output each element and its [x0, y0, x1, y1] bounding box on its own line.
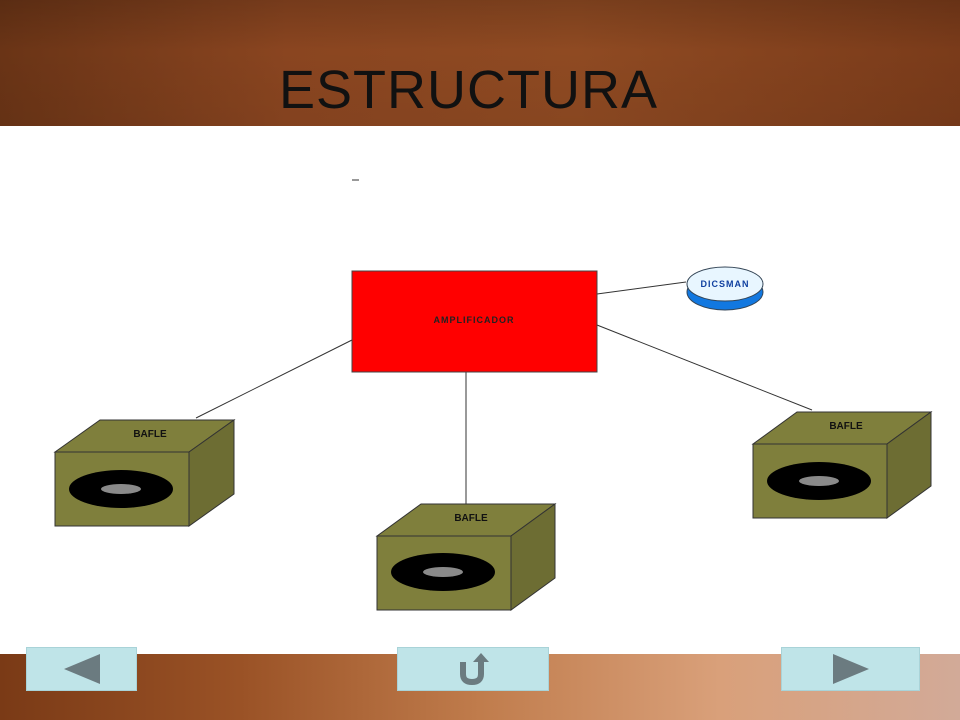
- triangle-right-icon: [832, 654, 869, 684]
- slide-title: ESTRUCTURA: [279, 60, 659, 120]
- connector-left: [195, 339, 353, 419]
- connector-right: [596, 324, 813, 411]
- amplifier-label: AMPLIFICADOR: [434, 315, 515, 325]
- discman-label: DICSMAN: [701, 279, 750, 289]
- amplifier-box: AMPLIFICADOR: [351, 270, 598, 373]
- speaker-center-label: BAFLE: [454, 513, 488, 524]
- discman-disc: DICSMAN: [686, 266, 764, 311]
- speaker-right: BAFLE: [751, 411, 933, 519]
- next-slide-button[interactable]: [781, 647, 920, 691]
- structure-diagram: AMPLIFICADOR DICSMAN BAFLE BAFLE: [53, 179, 933, 611]
- speaker-center: BAFLE: [375, 503, 557, 611]
- return-button[interactable]: [397, 647, 549, 691]
- connector-discman: [596, 281, 687, 295]
- triangle-left-icon: [63, 654, 100, 684]
- title-bar: [0, 0, 960, 126]
- speaker-left: BAFLE: [53, 419, 236, 527]
- return-arrow-icon: [460, 653, 489, 686]
- diagram-area: AMPLIFICADOR DICSMAN BAFLE BAFLE: [0, 126, 960, 654]
- previous-slide-button[interactable]: [26, 647, 137, 691]
- speaker-left-label: BAFLE: [133, 429, 167, 440]
- speaker-right-label: BAFLE: [829, 421, 863, 432]
